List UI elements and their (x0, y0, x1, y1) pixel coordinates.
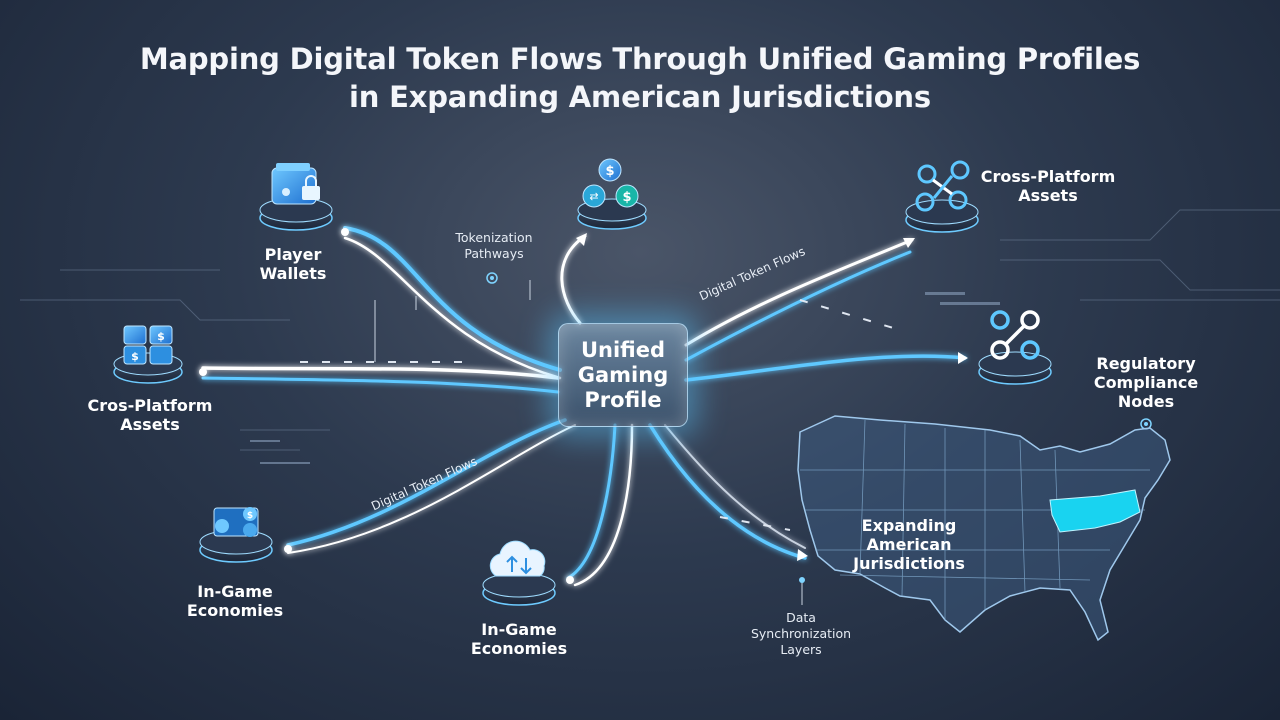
coin-cube-icon: $ (213, 507, 259, 537)
link-node-icon (990, 310, 1040, 360)
arrowhead-tokenization (576, 233, 587, 246)
circuit-decoration (20, 209, 1280, 451)
dot-decoration (250, 292, 1000, 464)
coin-exchange-icon: $ ⇄ $ (582, 158, 639, 208)
pad-in-game-bottom (482, 572, 556, 606)
svg-text:$: $ (131, 350, 139, 363)
flow-line-cross-platform-right (684, 238, 914, 347)
flow-line-cross-platform-left (201, 366, 560, 380)
marker-regulatory-core (1144, 422, 1148, 426)
hub-line-2: Gaming (577, 362, 669, 387)
node-label-player-wallets[interactable]: Player Wallets (259, 245, 327, 283)
flow-line-regulatory (684, 354, 967, 382)
arrowhead-regulatory (958, 352, 968, 364)
annotation-tokenization-pathways: Tokenization Pathways (455, 230, 533, 261)
hub-line-3: Profile (584, 387, 662, 412)
flow-line-cross-platform-left-2 (201, 376, 560, 394)
endpoint-in-game-left (284, 545, 292, 553)
endpoint-in-game-bottom (566, 576, 574, 584)
token-cubes-icon: $ $ (123, 325, 173, 365)
flow-line-player-wallets (343, 226, 562, 372)
svg-text:⇄: ⇄ (589, 190, 598, 203)
endpoint-player-wallets (341, 228, 349, 236)
flow-line-in-game-bottom (566, 423, 617, 580)
unified-gaming-profile-hub[interactable]: Unified Gaming Profile (558, 323, 688, 427)
flow-line-in-game-left-2 (287, 424, 576, 554)
flow-line-in-game-bottom-2 (573, 423, 634, 587)
cloud-sync-icon (489, 540, 546, 577)
node-label-cross-platform-left[interactable]: Cros-Platform Assets (87, 396, 213, 434)
node-label-cross-platform-right[interactable]: Cross-Platform Assets (980, 167, 1116, 205)
flow-line-jurisdictions-2 (664, 424, 806, 549)
flow-line-tokenization (560, 234, 587, 325)
svg-text:$: $ (622, 190, 631, 205)
chain-link-icon (915, 160, 970, 212)
highlighted-states (1049, 489, 1141, 533)
title-line-1: Mapping Digital Token Flows Through Unif… (139, 42, 1141, 76)
page-title: Mapping Digital Token Flows Through Unif… (0, 40, 1280, 116)
marker-tokenization (486, 272, 498, 284)
hub-line-1: Unified (580, 337, 666, 362)
marker-data-sync (799, 577, 805, 583)
svg-text:$: $ (605, 164, 614, 179)
node-label-jurisdictions[interactable]: Expanding American Jurisdictions (853, 516, 965, 573)
svg-text:$: $ (247, 511, 253, 521)
node-label-regulatory[interactable]: Regulatory Compliance Nodes (1093, 354, 1199, 411)
pad-regulatory (978, 351, 1052, 385)
arrowhead-cross-platform-right (903, 238, 915, 248)
endpoint-cross-platform-left (199, 368, 207, 376)
flow-line-cross-platform-right-2 (684, 250, 912, 362)
flow-line-player-wallets-2 (343, 236, 562, 380)
title-line-2: in Expanding American Jurisdictions (349, 80, 931, 114)
node-label-in-game-left[interactable]: In-Game Economies (186, 582, 284, 620)
annotation-data-sync-layers: Data Synchronization Layers (750, 610, 852, 657)
us-map-icon (797, 415, 1171, 642)
arrowhead-jurisdictions (797, 549, 808, 561)
flow-line-in-game-left (286, 418, 567, 547)
wallet-lock-icon (271, 163, 320, 205)
pad-cross-platform-right (905, 199, 979, 233)
node-label-in-game-bottom[interactable]: In-Game Economies (470, 620, 568, 658)
dashed-connector-right (799, 299, 901, 331)
svg-text:$: $ (157, 330, 165, 343)
marker-tokenization-core (490, 276, 494, 280)
flow-line-jurisdictions (648, 423, 807, 560)
